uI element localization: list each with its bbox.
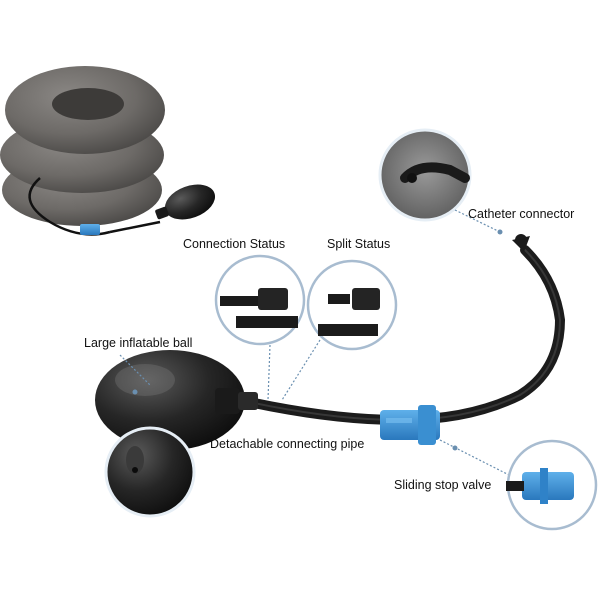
neck-pillow-icon [0, 66, 216, 236]
connection-status-magnifier-icon [214, 254, 306, 346]
sliding-valve-icon [380, 405, 440, 445]
valve-callout-line [439, 439, 516, 479]
ball-callout-line [119, 354, 151, 386]
catheter-callout-line [454, 209, 501, 233]
hand-pump-icon [95, 350, 258, 450]
catheter-connector-label: Catheter connector [468, 207, 575, 221]
catheter-connector-magnifier-icon [378, 128, 472, 222]
valve-magnifier-icon [506, 439, 598, 531]
split-callout-line [281, 339, 321, 401]
split-status-magnifier-icon [306, 259, 398, 351]
catheter-tip-icon [512, 234, 530, 252]
detachable-connecting-pipe-label: Detachable connecting pipe [210, 437, 365, 451]
ball-nozzle-magnifier-icon [104, 426, 196, 518]
split-status-label: Split Status [327, 237, 391, 251]
connection-status-label: Connection Status [183, 237, 286, 251]
sliding-stop-valve-label: Sliding stop valve [394, 478, 492, 492]
connection-callout-line [267, 344, 271, 401]
large-inflatable-ball-label: Large inflatable ball [84, 336, 193, 350]
